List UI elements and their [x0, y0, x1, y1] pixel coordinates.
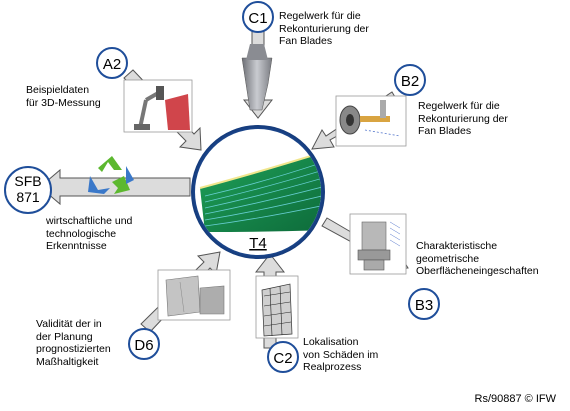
c2-description: Lokalisation von Schäden im Realprozess — [303, 336, 378, 374]
b2-desc-line: Fan Blades — [418, 125, 472, 137]
c1-desc-line: Fan Blades — [279, 35, 333, 47]
center-label: T4 — [249, 235, 267, 252]
a2-robot-image — [134, 86, 190, 130]
d6-desc-line: prognostizierten — [36, 343, 111, 355]
a2-desc-line: für 3D-Messung — [26, 96, 101, 109]
b2-desc-line: Regelwerk für die — [418, 100, 500, 112]
a2-desc-line: Beispieldaten — [26, 84, 90, 96]
sfb-badge — [4, 166, 52, 214]
d6-desc-line: der Planung — [36, 330, 93, 343]
c1-desc-line: Rekonturierung der — [279, 22, 369, 35]
c2-badge-label: C2 — [273, 350, 292, 367]
d6-part-image — [165, 275, 225, 317]
footer-reference: Rs/90887 © IFW — [474, 393, 556, 405]
node-b3[interactable]: B3 — [349, 213, 440, 320]
arrow-sfb — [39, 168, 191, 206]
sfb-desc-line: Erkenntnisse — [46, 240, 107, 252]
c2-desc-line: von Schäden im — [303, 348, 379, 361]
b2-machine-image — [339, 100, 401, 137]
d6-badge-label: D6 — [134, 337, 153, 354]
b2-badge — [394, 64, 426, 96]
c1-badge — [242, 1, 274, 33]
c1-badge-label: C1 — [248, 10, 267, 27]
c2-badge — [267, 341, 299, 373]
c1-description: Regelwerk für die Rekonturierung der Fan… — [279, 10, 369, 48]
b3-blade-image — [357, 221, 401, 271]
sfb-description: wirtschaftliche und technologische Erken… — [46, 215, 132, 253]
recycle-icon — [88, 156, 134, 194]
a2-description: Beispieldaten für 3D-Messung — [26, 84, 101, 109]
d6-desc-line: Maßhaltigkeit — [36, 355, 99, 368]
node-sfb[interactable]: SFB 871 — [4, 156, 134, 214]
c2-desc-line: Realprozess — [303, 361, 362, 373]
b2-desc-line: Rekonturierung der — [418, 112, 508, 125]
b3-desc-line: geometrische — [416, 252, 480, 265]
node-c1[interactable]: C1 — [241, 1, 274, 111]
c2-blade-image — [261, 283, 293, 337]
b3-description: Charakteristische geometrische Oberfläch… — [416, 240, 539, 278]
b2-badge-label: B2 — [401, 73, 419, 90]
sfb-badge-line2: 871 — [16, 189, 40, 205]
node-d6[interactable]: D6 — [128, 269, 231, 360]
d6-badge — [128, 328, 160, 360]
c2-desc-line: Lokalisation — [303, 336, 359, 348]
d6-desc-line: Validität der in — [36, 318, 102, 330]
b3-desc-line: Charakteristische — [416, 240, 498, 252]
sfb-desc-line: wirtschaftliche und — [46, 215, 133, 227]
node-b2[interactable]: B2 — [335, 64, 426, 147]
d6-description: Validität der in der Planung prognostizi… — [36, 318, 111, 368]
c1-desc-line: Regelwerk für die — [279, 10, 361, 22]
sfb-badge-line1: SFB — [14, 173, 41, 189]
b3-badge — [408, 288, 440, 320]
node-c2[interactable]: C2 — [255, 275, 299, 373]
node-a2[interactable]: A2 — [96, 47, 193, 133]
b3-desc-line: Oberflächeneingeschaften — [416, 265, 539, 277]
a2-badge-label: A2 — [103, 56, 121, 73]
sfb-desc-line: technologische — [46, 227, 117, 240]
a2-badge — [96, 47, 128, 79]
b2-description: Regelwerk für die Rekonturierung der Fan… — [418, 100, 508, 138]
b3-badge-label: B3 — [415, 297, 433, 314]
c1-image — [241, 44, 273, 111]
center-node[interactable]: T4 — [191, 125, 330, 259]
